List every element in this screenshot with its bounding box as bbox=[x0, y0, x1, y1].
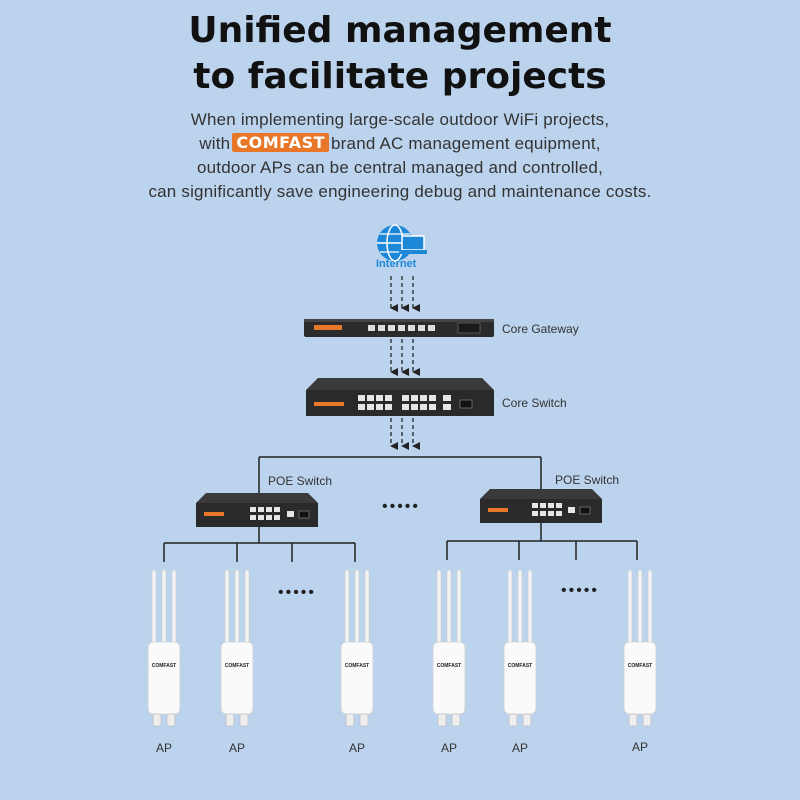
ap-connector bbox=[628, 713, 638, 727]
poe-switch-right-label: POE Switch bbox=[555, 473, 620, 487]
antenna bbox=[171, 569, 177, 649]
switch-to-branch-arrows bbox=[390, 418, 420, 450]
antenna bbox=[161, 569, 167, 649]
internet-globe-icon bbox=[377, 224, 427, 262]
ap-connector bbox=[152, 713, 162, 727]
ap-connector bbox=[451, 713, 461, 727]
ap-connector bbox=[225, 713, 235, 727]
core-gateway-device bbox=[304, 319, 494, 337]
ap-connector bbox=[437, 713, 447, 727]
antenna bbox=[446, 569, 452, 649]
ap-connector bbox=[345, 713, 355, 727]
ap-brand-logo: COMFAST bbox=[345, 663, 369, 669]
ap-device-4: COMFAST bbox=[432, 569, 466, 727]
antenna bbox=[527, 569, 533, 649]
core-switch-device bbox=[306, 378, 494, 416]
core-switch-label: Core Switch bbox=[502, 396, 567, 410]
poe-switch-right-device bbox=[480, 489, 602, 523]
ap-brand-logo: COMFAST bbox=[628, 663, 652, 669]
ap-brand-logo: COMFAST bbox=[152, 663, 176, 669]
antenna bbox=[244, 569, 250, 649]
ap-brand-logo: COMFAST bbox=[437, 663, 461, 669]
ap-connector bbox=[508, 713, 518, 727]
description-line-4: can significantly save engineering debug… bbox=[148, 182, 652, 201]
antenna bbox=[364, 569, 370, 649]
ap-devices: COMFAST COMFAST COMFAST COMFAST COMFAST COMFA… bbox=[147, 569, 657, 727]
ap-device-1: COMFAST bbox=[147, 569, 181, 727]
ap-label-5: AP bbox=[511, 741, 528, 755]
ap-label-6: AP bbox=[631, 740, 648, 754]
ap-label-2: AP bbox=[228, 741, 245, 755]
gateway-to-switch-arrows bbox=[390, 339, 420, 376]
ap-body bbox=[220, 641, 254, 715]
ap-connector bbox=[642, 713, 652, 727]
antenna bbox=[637, 569, 643, 649]
antenna bbox=[507, 569, 513, 649]
ap-body bbox=[432, 641, 466, 715]
description-suffix: brand AC management equipment, bbox=[331, 134, 601, 153]
ap-body bbox=[503, 641, 537, 715]
antenna bbox=[517, 569, 523, 649]
internet-to-gateway-arrows bbox=[390, 276, 420, 312]
ap-body bbox=[623, 641, 657, 715]
ap-label-3: AP bbox=[348, 741, 365, 755]
ap-body bbox=[147, 641, 181, 715]
internet-label: Internet bbox=[376, 258, 417, 270]
title-line-1: Unified management bbox=[188, 10, 612, 51]
ap-connector bbox=[359, 713, 369, 727]
ap-body bbox=[340, 641, 374, 715]
ap-device-5: COMFAST bbox=[503, 569, 537, 727]
ap-label-4: AP bbox=[440, 741, 457, 755]
description: When implementing large-scale outdoor Wi… bbox=[0, 108, 800, 204]
ap-device-6: COMFAST bbox=[623, 569, 657, 727]
ap-device-3: COMFAST bbox=[340, 569, 374, 727]
ap-connector bbox=[166, 713, 176, 727]
poe-branch-lines bbox=[258, 456, 542, 496]
ap-brand-logo: COMFAST bbox=[508, 663, 532, 669]
antenna bbox=[344, 569, 350, 649]
more-aps-ellipsis-right: ••••• bbox=[561, 582, 600, 599]
more-aps-ellipsis-left: ••••• bbox=[278, 584, 317, 601]
antenna bbox=[436, 569, 442, 649]
ap-device-2: COMFAST bbox=[220, 569, 254, 727]
ap-lines-right bbox=[446, 523, 638, 560]
poe-switch-left-device bbox=[196, 493, 318, 527]
antenna bbox=[456, 569, 462, 649]
poe-switch-left-label: POE Switch bbox=[268, 474, 333, 488]
description-line-3: outdoor APs can be central managed and c… bbox=[197, 158, 603, 177]
ap-connector bbox=[522, 713, 532, 727]
antenna bbox=[224, 569, 230, 649]
antenna bbox=[354, 569, 360, 649]
antenna bbox=[151, 569, 157, 649]
title-line-2: to facilitate projects bbox=[193, 56, 607, 97]
page-title: Unified management to facilitate project… bbox=[0, 8, 800, 100]
description-prefix: with bbox=[199, 134, 231, 153]
ap-label-1: AP bbox=[155, 741, 172, 755]
ap-lines-left bbox=[163, 527, 356, 562]
core-gateway-label: Core Gateway bbox=[502, 322, 579, 336]
antenna bbox=[234, 569, 240, 649]
ap-brand-logo: COMFAST bbox=[225, 663, 249, 669]
comfast-logo: COMFAST bbox=[232, 133, 330, 152]
description-line-1: When implementing large-scale outdoor Wi… bbox=[190, 110, 610, 129]
antenna bbox=[647, 569, 653, 649]
ap-connector bbox=[239, 713, 249, 727]
more-switches-ellipsis: ••••• bbox=[382, 498, 421, 515]
antenna bbox=[627, 569, 633, 649]
